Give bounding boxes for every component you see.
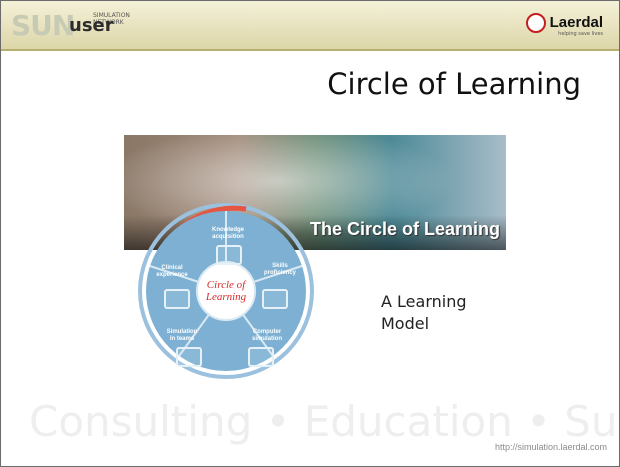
footer-watermark: Consulting • Education • Support xyxy=(29,397,619,446)
circle-of-learning-wheel: Knowledge acquisition Skills proficiency… xyxy=(136,201,316,381)
segment-computer-label: Computer simulation xyxy=(251,329,282,342)
logo-sub-line2: NETWORK xyxy=(93,19,124,26)
team-icon xyxy=(176,347,202,367)
logo-user-text: user xyxy=(69,15,114,36)
logo-sub-line1: SIMULATION xyxy=(93,12,130,19)
logo-subtitle: SIMULATION NETWORK xyxy=(93,12,130,26)
header-bar: SUN SIMULATION NETWORK user Laerdal help… xyxy=(1,1,619,51)
book-icon xyxy=(216,245,242,265)
segment-teams-label: Simulation in teams xyxy=(166,329,198,342)
slide-title: Circle of Learning xyxy=(327,67,581,101)
bed-icon xyxy=(164,289,190,309)
segment-skills-label: Skills proficiency xyxy=(263,263,296,276)
photo-caption: The Circle of Learning xyxy=(309,219,500,239)
wheel-outer-ring xyxy=(138,203,314,379)
laerdal-logo: Laerdal helping save lives xyxy=(525,13,603,37)
learning-model-text: A Learning Model xyxy=(381,292,467,333)
segment-clinical-label: Clinical experience xyxy=(156,265,188,278)
laerdal-circle-icon xyxy=(525,13,546,33)
laerdal-text: Laerdal xyxy=(549,14,603,31)
laerdal-tagline: helping save lives xyxy=(558,31,603,37)
footer-url: http://simulation.laerdal.com xyxy=(494,442,607,452)
wheel-center xyxy=(196,261,256,321)
segment-knowledge-label: Knowledge acquisition xyxy=(211,227,244,240)
computer-icon xyxy=(248,347,274,367)
wheel-center-label: Circle of Learning xyxy=(205,279,247,303)
logo-sun-text: SUN xyxy=(11,9,75,42)
wheel-graphic xyxy=(138,203,314,379)
hands-icon xyxy=(262,289,288,309)
